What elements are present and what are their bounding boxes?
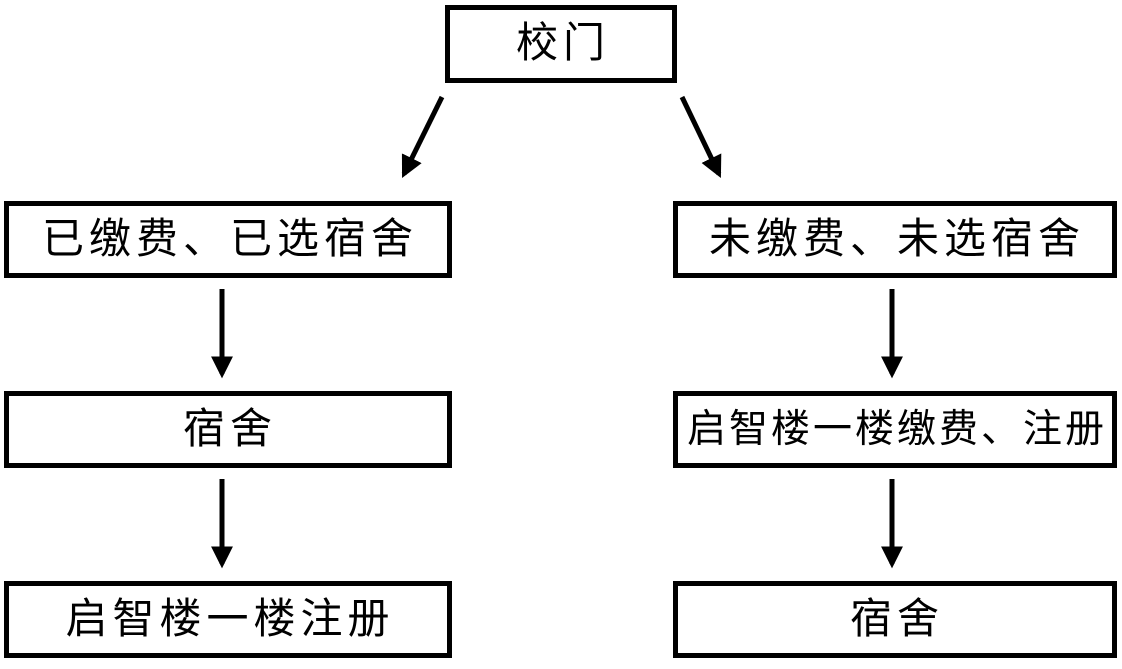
arrow-gate-to-paid-selected bbox=[401, 95, 445, 178]
node-register-qizhi: 启智楼一楼注册 bbox=[4, 581, 452, 658]
node-unpaid-unselected: 未缴费、未选宿舍 bbox=[673, 201, 1117, 278]
node-pay-register-qizhi: 启智楼一楼缴费、注册 bbox=[673, 391, 1117, 468]
node-dorm-after-paid-label: 宿舍 bbox=[182, 406, 277, 453]
node-dorm-after-pay-label: 宿舍 bbox=[849, 596, 944, 643]
arrow-gate-to-unpaid-unselected bbox=[679, 95, 722, 178]
node-unpaid-unselected-label: 未缴费、未选宿舍 bbox=[708, 216, 1085, 263]
node-paid-selected-label: 已缴费、已选宿舍 bbox=[41, 216, 418, 263]
node-school-gate-label: 校门 bbox=[515, 21, 610, 67]
node-pay-register-qizhi-label: 启智楼一楼缴费、注册 bbox=[686, 408, 1107, 451]
node-dorm-after-pay: 宿舍 bbox=[673, 581, 1117, 658]
node-register-qizhi-label: 启智楼一楼注册 bbox=[65, 596, 395, 643]
node-school-gate: 校门 bbox=[445, 5, 677, 83]
node-paid-selected: 已缴费、已选宿舍 bbox=[4, 201, 452, 278]
node-dorm-after-paid: 宿舍 bbox=[4, 391, 452, 468]
